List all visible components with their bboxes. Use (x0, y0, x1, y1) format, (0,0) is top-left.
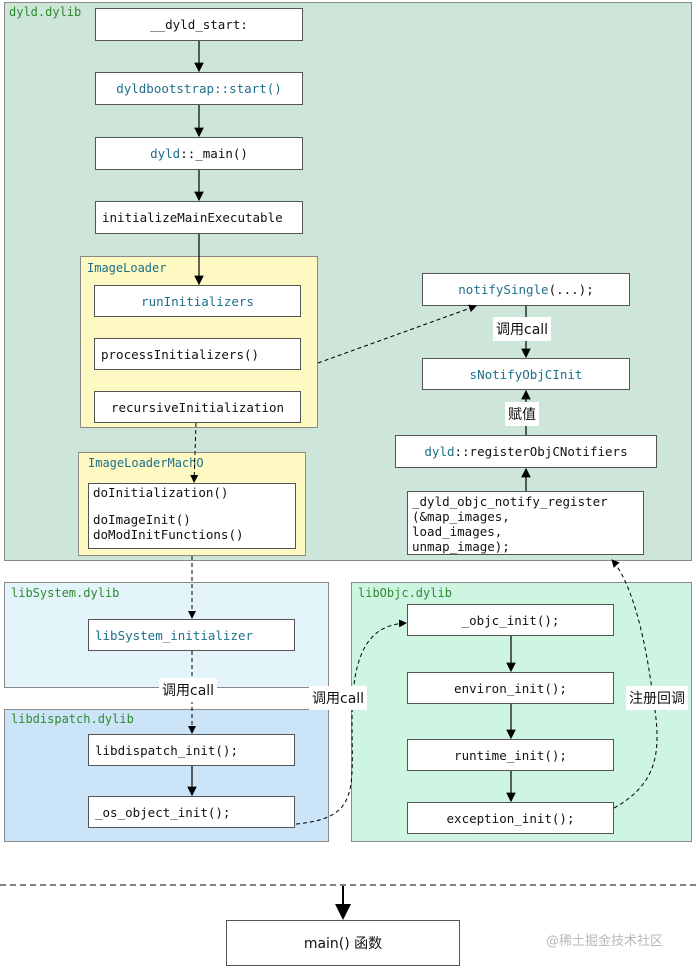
notify-single-args: (...); (548, 282, 594, 297)
register-objc-notifiers-box: dyld::registerObjCNotifiers (395, 435, 657, 468)
exception-init-label: exception_init(); (446, 810, 575, 826)
dyld-main-suffix: ::_main() (180, 146, 248, 161)
main-function-label: main() 函数 (303, 936, 383, 952)
libdispatch-title: libdispatch.dylib (11, 712, 134, 726)
run-initializers-box: runInitializers (94, 285, 301, 317)
do-initialization-label: doInitialization() (93, 485, 229, 500)
init-main-exec-box: initializeMainExecutable (95, 201, 303, 234)
imageloadermacho-title: ImageLoaderMachO (88, 456, 204, 470)
snotify-objc-init-box: sNotifyObjCInit (422, 358, 630, 390)
environ-init-label: environ_init(); (454, 680, 567, 696)
objc-notify-register-box: _dyld_objc_notify_register (&map_images,… (407, 491, 644, 555)
dyld-main-prefix: dyld (150, 146, 181, 161)
objc-init-label: _objc_init(); (461, 612, 560, 628)
objc-register-line2: (&map_images, (412, 509, 510, 524)
watermark: @稀土掘金技术社区 (546, 934, 664, 949)
libobjc-title: libObjc.dylib (358, 586, 452, 600)
process-initializers-box: processInitializers() (94, 338, 301, 370)
imageloader-title: ImageLoader (87, 261, 167, 275)
snotify-objc-init-label: sNotifyObjCInit (469, 366, 583, 382)
bootstrap-start-label: dyldbootstrap::start() (116, 81, 282, 96)
objc-register-line3: load_images, (412, 524, 503, 539)
libdispatch-init-label: libdispatch_init(); (95, 742, 238, 758)
environ-init-box: environ_init(); (407, 672, 614, 704)
notify-single-box: notifySingle(...); (422, 273, 630, 306)
recursive-initialization-label: recursiveInitialization (110, 399, 285, 415)
dyld-main-box: dyld::_main() (95, 137, 303, 170)
register-suffix: ::registerObjCNotifiers (454, 444, 628, 459)
process-initializers-label: processInitializers() (101, 346, 260, 362)
do-image-init-label: doImageInit() (93, 512, 191, 527)
notify-single-name: notifySingle (458, 282, 549, 297)
os-object-init-box: _os_object_init(); (88, 796, 295, 828)
libsystem-initializer-box: libSystem_initializer (88, 619, 295, 651)
label-register-callback: 注册回调 (626, 686, 688, 710)
recursive-initialization-box: recursiveInitialization (94, 391, 301, 423)
label-call-libsystem: 调用call (159, 678, 218, 702)
objc-register-line1: _dyld_objc_notify_register (412, 494, 608, 509)
objc-init-box: _objc_init(); (407, 604, 614, 636)
libsystem-initializer-label: libSystem_initializer (95, 627, 254, 643)
runtime-init-box: runtime_init(); (407, 739, 614, 771)
run-initializers-label: runInitializers (141, 293, 254, 309)
objc-register-line4: unmap_image); (412, 539, 510, 554)
macho-steps-box: doInitialization() doImageInit() doModIn… (88, 483, 296, 549)
exception-init-box: exception_init(); (407, 802, 614, 834)
label-call-objc: 调用call (309, 686, 368, 710)
main-function-box: main() 函数 (226, 920, 460, 966)
libsystem-title: libSystem.dylib (11, 586, 120, 600)
dyld-region-title: dyld.dylib (9, 5, 82, 19)
label-call-notify: 调用call (493, 317, 552, 341)
do-mod-init-functions-label: doModInitFunctions() (93, 527, 244, 542)
dyld-start-box: __dyld_start: (95, 8, 303, 41)
register-prefix: dyld (424, 444, 455, 459)
runtime-init-label: runtime_init(); (454, 747, 567, 763)
libdispatch-init-box: libdispatch_init(); (88, 734, 295, 766)
bootstrap-start-box: dyldbootstrap::start() (95, 72, 303, 105)
init-main-exec-label: initializeMainExecutable (102, 210, 283, 225)
os-object-init-label: _os_object_init(); (95, 804, 231, 820)
label-assign: 赋值 (505, 402, 539, 426)
dyld-start-label: __dyld_start: (150, 17, 248, 32)
